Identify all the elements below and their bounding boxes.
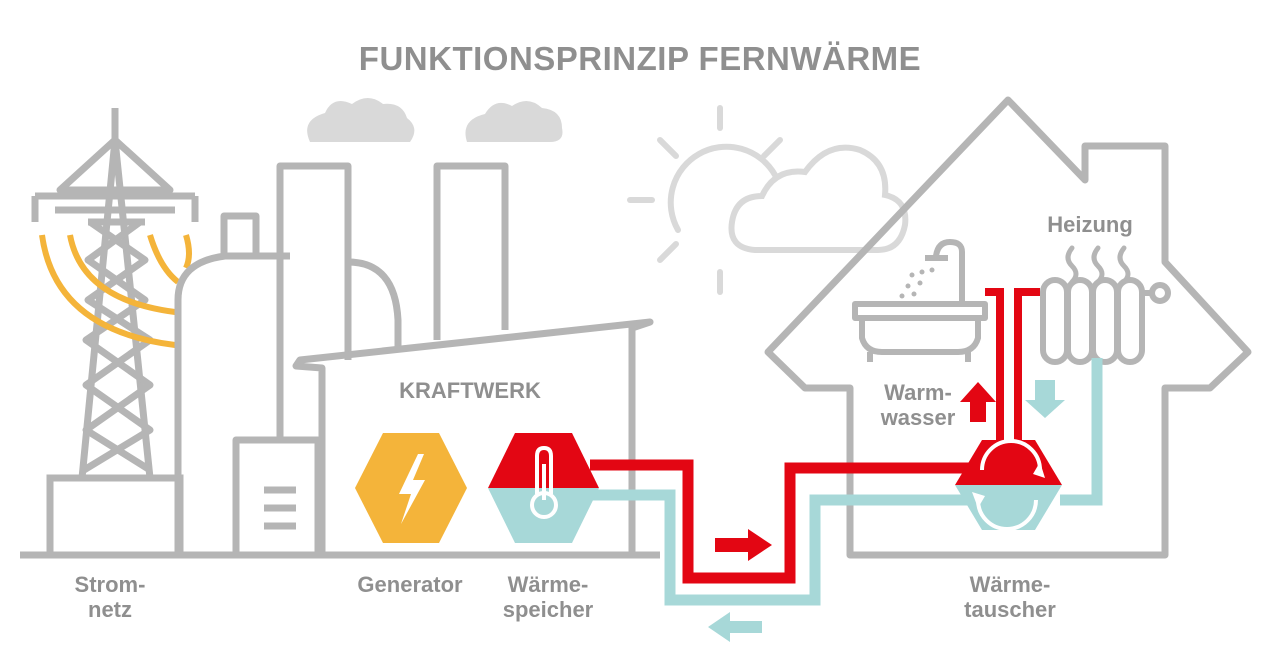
cloud-icon: [728, 144, 909, 253]
warmwater-arrow-icon: [960, 382, 996, 422]
lightning-icon: [399, 454, 425, 524]
return-arrow-icon: [1025, 380, 1065, 418]
label-warmwasser: Warm- wasser: [880, 380, 956, 430]
label-heizung: Heizung: [1047, 212, 1133, 237]
pylon-base: [46, 474, 184, 559]
label-waermetauscher: Wärme- tauscher: [964, 572, 1056, 622]
label-kraftwerk: KRAFTWERK: [399, 378, 541, 403]
smoke-cloud-icon: [465, 100, 563, 142]
flow-arrow-icon: [708, 612, 762, 642]
circular-arrows-icon: [976, 439, 1042, 531]
generator: [355, 433, 467, 543]
steam-icon: [1065, 245, 1131, 285]
label-stromnetz: Strom- netz: [74, 572, 146, 622]
diagram-title: FUNKTIONSPRINZIP FERNWÄRME: [358, 40, 922, 77]
power-lines: [39, 234, 192, 348]
house-icon: [764, 96, 1252, 559]
warmwater-supply-pipe: [985, 288, 1040, 445]
power-pylon-icon: [31, 108, 199, 479]
sun-icon: [627, 105, 783, 295]
heat-exchanger: [955, 439, 1062, 531]
supply-pipe: [590, 459, 975, 584]
heat-storage: [488, 433, 599, 543]
return-pipe: [590, 358, 1103, 606]
radiator-icon: [1040, 277, 1171, 365]
smoke-cloud-icon: [307, 98, 415, 142]
flow-arrow-icon: [715, 529, 772, 561]
label-waermespeicher: Wärme- speicher: [502, 572, 594, 622]
bathtub-icon: [852, 239, 988, 362]
shower-icon: [899, 267, 935, 299]
label-generator: Generator: [357, 572, 463, 597]
power-plant-icon: [20, 162, 660, 559]
thermometer-icon: [530, 445, 558, 519]
